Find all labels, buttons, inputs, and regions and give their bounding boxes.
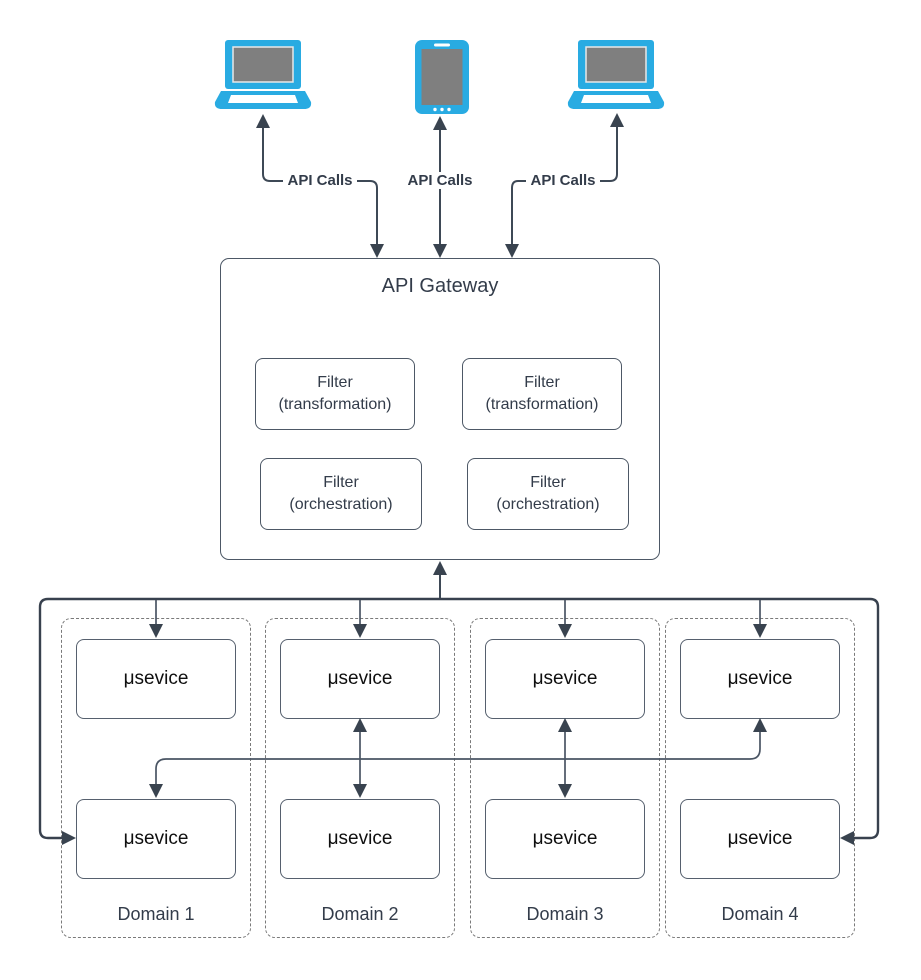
arrowhead-down-gateway-1 xyxy=(370,244,384,258)
filter-name: Filter xyxy=(524,374,560,392)
filter-kind: (orchestration) xyxy=(289,496,393,513)
arrowhead-up-laptop1 xyxy=(256,114,270,128)
domain-1-box: μsevice μsevice Domain 1 xyxy=(61,618,251,938)
api-call-connectors xyxy=(262,127,618,246)
filter-name: Filter xyxy=(317,374,353,392)
microservice-box: μsevice xyxy=(485,799,645,879)
arrowhead-up-tablet xyxy=(433,116,447,130)
connector-label3-to-gateway xyxy=(511,180,526,246)
filter-transformation-box-2: Filter (transformation) xyxy=(462,358,622,430)
filter-kind: (orchestration) xyxy=(496,496,600,513)
api-gateway-title: API Gateway xyxy=(381,275,499,297)
filter-transformation-box-1: Filter (transformation) xyxy=(255,358,415,430)
domain-label: Domain 4 xyxy=(721,904,799,924)
filter-orchestration-box-1: Filter (orchestration) xyxy=(260,458,422,530)
arrowhead-down-gateway-2 xyxy=(433,244,447,258)
api-calls-label-3: API Calls xyxy=(530,172,596,189)
domain-4-box: μsevice μsevice Domain 4 xyxy=(665,618,855,938)
filter-kind: (transformation) xyxy=(278,396,392,413)
laptop-icon xyxy=(567,40,665,109)
filter-kind: (transformation) xyxy=(485,396,599,413)
microservice-box: μsevice xyxy=(76,639,236,719)
arrowhead-up-gateway-bottom xyxy=(433,561,447,575)
microservice-box: μsevice xyxy=(680,799,840,879)
domain-label: Domain 3 xyxy=(526,904,604,924)
microservice-box: μsevice xyxy=(280,799,440,879)
domain-3-box: μsevice μsevice Domain 3 xyxy=(470,618,660,938)
microservice-box: μsevice xyxy=(485,639,645,719)
api-calls-label-1: API Calls xyxy=(287,172,353,189)
laptop-icon xyxy=(214,40,312,109)
filter-orchestration-box-2: Filter (orchestration) xyxy=(467,458,629,530)
arrowhead-up-laptop2 xyxy=(610,113,624,127)
filter-name: Filter xyxy=(530,474,566,492)
connector-label1-to-laptop1 xyxy=(262,128,283,182)
domain-label: Domain 1 xyxy=(117,904,195,924)
api-calls-label-2: API Calls xyxy=(404,172,476,189)
microservice-box: μsevice xyxy=(680,639,840,719)
tablet-icon xyxy=(415,40,469,114)
microservice-box: μsevice xyxy=(280,639,440,719)
domain-label: Domain 2 xyxy=(321,904,399,924)
arrowhead-down-gateway-3 xyxy=(505,244,519,258)
filter-name: Filter xyxy=(323,474,359,492)
connector-label3-to-laptop2 xyxy=(600,127,618,182)
microservice-box: μsevice xyxy=(76,799,236,879)
domain-2-box: μsevice μsevice Domain 2 xyxy=(265,618,455,938)
connector-label1-to-gateway xyxy=(357,180,378,246)
